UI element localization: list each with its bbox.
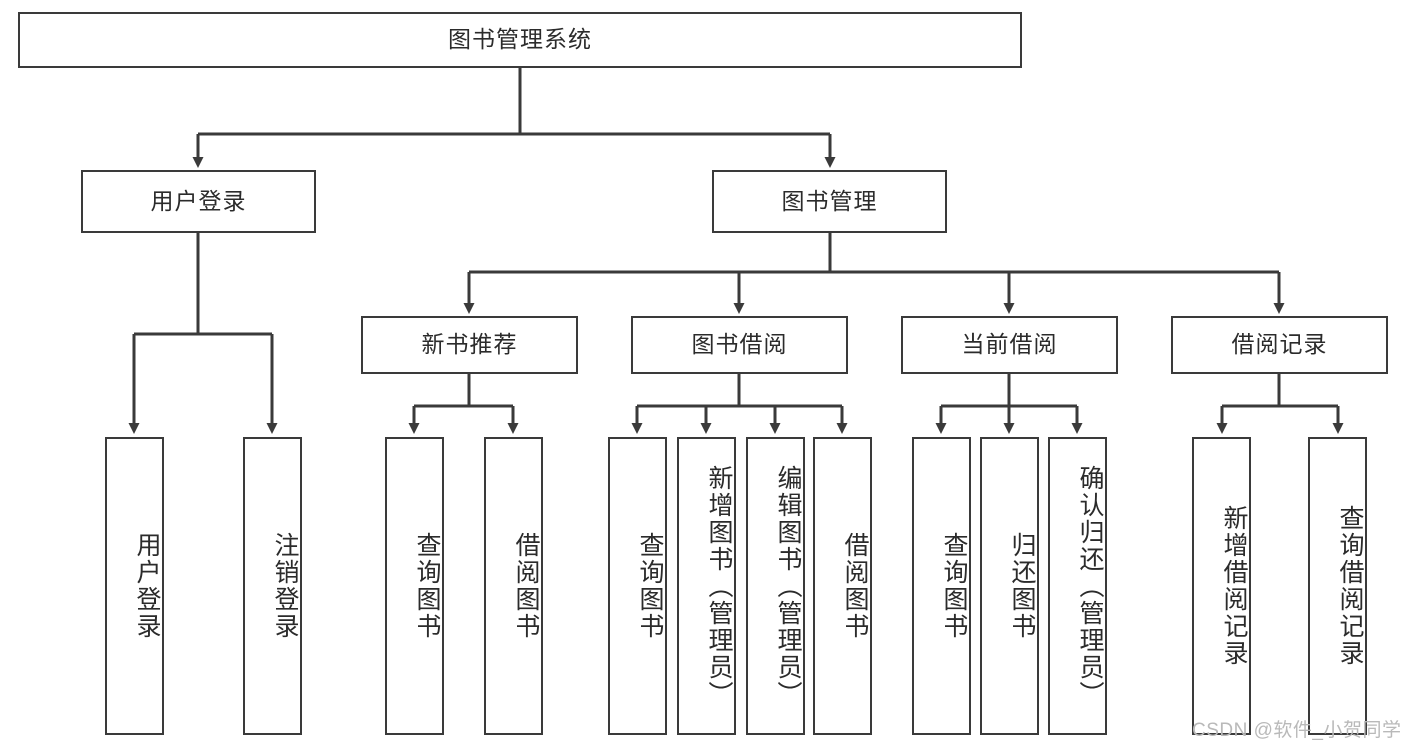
node-new-book-recommend[interactable]: 新书推荐 [361,316,578,374]
leaf-query-borrow-record[interactable]: 查询借阅记录 [1308,437,1367,735]
node-book-management[interactable]: 图书管理 [712,170,947,233]
node-label: 用户登录 [133,532,161,640]
node-label: 查询借阅记录 [1336,505,1364,667]
node-label: 新书推荐 [421,331,518,358]
node-current-borrow[interactable]: 当前借阅 [901,316,1118,374]
node-root-book-management-system[interactable]: 图书管理系统 [18,12,1022,68]
node-book-borrow[interactable]: 图书借阅 [631,316,848,374]
node-label: 借阅记录 [1231,331,1328,358]
node-borrow-record[interactable]: 借阅记录 [1171,316,1388,374]
leaf-query-book-borrow[interactable]: 查询图书 [608,437,667,735]
node-label: 查询图书 [636,532,664,640]
leaf-add-book-admin[interactable]: 新增图书（管理员） [677,437,736,735]
node-user-login[interactable]: 用户登录 [81,170,316,233]
node-label: 图书借阅 [691,331,788,358]
node-label: 借阅图书 [841,532,869,640]
node-label: 图书管理 [781,187,878,214]
node-label: 查询图书 [940,532,968,640]
node-label: 编辑图书（管理员） [774,464,802,708]
node-label: 新增图书（管理员） [705,464,733,708]
node-label: 用户登录 [150,187,247,214]
watermark-text: CSDN @软件_小贺同学 [1192,720,1402,741]
csdn-watermark: CSDN @软件_小贺同学 [1192,715,1401,742]
node-label: 图书管理系统 [448,26,592,53]
leaf-edit-book-admin[interactable]: 编辑图书（管理员） [746,437,805,735]
node-label: 当前借阅 [961,331,1058,358]
leaf-borrow-book-recommend[interactable]: 借阅图书 [484,437,543,735]
node-label: 借阅图书 [512,532,540,640]
leaf-borrow-book[interactable]: 借阅图书 [813,437,872,735]
leaf-confirm-return-admin[interactable]: 确认归还（管理员） [1048,437,1107,735]
node-label: 注销登录 [271,532,299,640]
node-label: 查询图书 [413,532,441,640]
leaf-query-book-current[interactable]: 查询图书 [912,437,971,735]
leaf-user-login[interactable]: 用户登录 [105,437,164,735]
node-label: 确认归还（管理员） [1076,464,1104,708]
leaf-add-borrow-record[interactable]: 新增借阅记录 [1192,437,1251,735]
leaf-logout[interactable]: 注销登录 [243,437,302,735]
leaf-query-book-recommend[interactable]: 查询图书 [385,437,444,735]
leaf-return-book[interactable]: 归还图书 [980,437,1039,735]
node-label: 新增借阅记录 [1220,505,1248,667]
node-label: 归还图书 [1008,532,1036,640]
